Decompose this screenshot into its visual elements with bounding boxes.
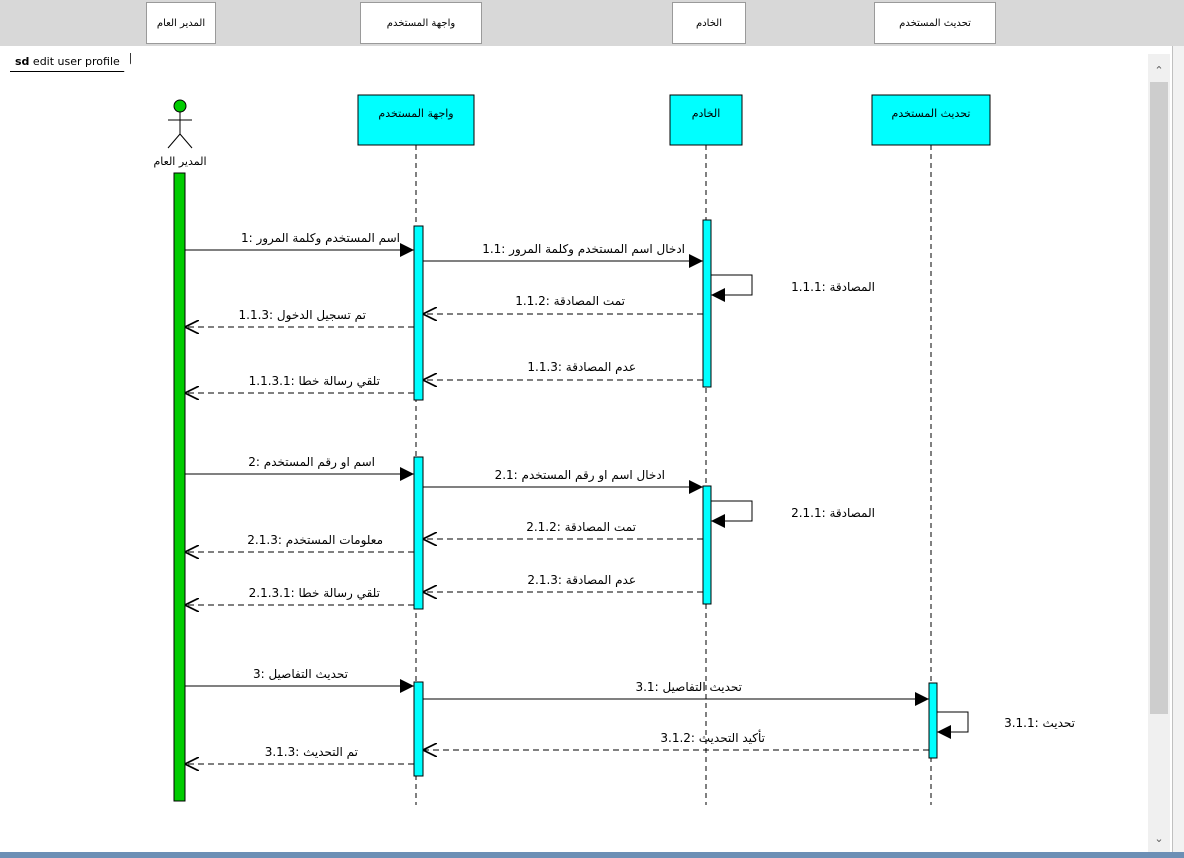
- lifeline-label-server: الخادم: [692, 107, 721, 120]
- chevron-down-icon[interactable]: ⌄: [1154, 832, 1164, 845]
- message-label: 2: اسم او رقم المستخدم: [248, 455, 375, 470]
- activation-bar-ui-2[interactable]: [413, 456, 424, 610]
- message-label: 2.1.2: تمت المصادقة: [526, 520, 636, 534]
- activation-bar-server-2[interactable]: [702, 485, 712, 605]
- lifeline-header-strip: المدير العام واجهة المستخدم الخادم تحديث…: [0, 0, 1184, 47]
- message-label: 1: اسم المستخدم وكلمة المرور: [241, 231, 400, 246]
- message-label: 3: تحديث التفاصيل: [253, 667, 348, 681]
- actor-stick-figure-icon[interactable]: [167, 99, 193, 149]
- message-label: 3.1.2: تأكيد التحديث: [660, 729, 765, 745]
- header-cell-ui[interactable]: واجهة المستخدم: [360, 2, 482, 44]
- message-label: 1.1.2: تمت المصادقة: [515, 294, 625, 308]
- frame-name: edit user profile: [32, 55, 120, 68]
- self-message-arrow[interactable]: [711, 274, 753, 302]
- header-cell-update[interactable]: تحديث المستخدم: [874, 2, 996, 44]
- message-label: 3.1.1: تحديث: [1004, 716, 1075, 730]
- diagram-canvas[interactable]: [0, 46, 1184, 858]
- message-label: 2.1: ادخال اسم او رقم المستخدم: [495, 468, 665, 483]
- window-right-border: [1172, 46, 1184, 858]
- message-label: 1.1.3: عدم المصادقة: [527, 360, 636, 374]
- message-label: 2.1.1: المصادقة: [791, 506, 875, 520]
- message-label: 1.1.3: تم تسجيل الدخول: [239, 308, 366, 323]
- lifeline-head-server[interactable]: [669, 94, 743, 146]
- actor-label: المدير العام: [153, 155, 206, 168]
- self-message-arrow[interactable]: [711, 500, 753, 528]
- scrollbar-thumb[interactable]: [1150, 82, 1168, 714]
- message-label: 3.1.3: تم التحديث: [265, 745, 358, 759]
- lifeline-head-update[interactable]: [871, 94, 991, 146]
- lifeline-label-update: تحديث المستخدم: [892, 107, 971, 120]
- activation-bar-ui-1[interactable]: [413, 225, 424, 401]
- lifeline-label-ui: واجهة المستخدم: [378, 107, 453, 120]
- message-label: 1.1.1: المصادقة: [791, 280, 875, 294]
- message-label: 2.1.3: معلومات المستخدم: [247, 533, 383, 548]
- message-label: 2.1.3: عدم المصادقة: [527, 573, 636, 587]
- activation-bar-update[interactable]: [928, 682, 938, 759]
- message-label: 2.1.3.1: تلقي رسالة خطا: [249, 586, 380, 601]
- chevron-up-icon[interactable]: ⌃: [1154, 64, 1164, 77]
- message-label: 1.1: ادخال اسم المستخدم وكلمة المرور: [482, 242, 685, 257]
- message-label: 3.1: تحديث التفاصيل: [635, 680, 742, 694]
- self-message-arrow[interactable]: [937, 711, 969, 739]
- header-cell-server[interactable]: الخادم: [672, 2, 746, 44]
- activation-bar-ui-3[interactable]: [413, 681, 424, 777]
- lifeline-head-ui[interactable]: [357, 94, 475, 146]
- window-bottom-border: [0, 852, 1184, 858]
- header-cell-admin[interactable]: المدير العام: [146, 2, 216, 44]
- activation-bar-server-1[interactable]: [702, 219, 712, 388]
- message-label: 1.1.3.1: تلقي رسالة خطا: [249, 374, 380, 389]
- frame-label: sd edit user profile: [10, 53, 131, 72]
- activation-bar-actor[interactable]: [173, 172, 186, 802]
- frame-keyword: sd: [15, 55, 30, 68]
